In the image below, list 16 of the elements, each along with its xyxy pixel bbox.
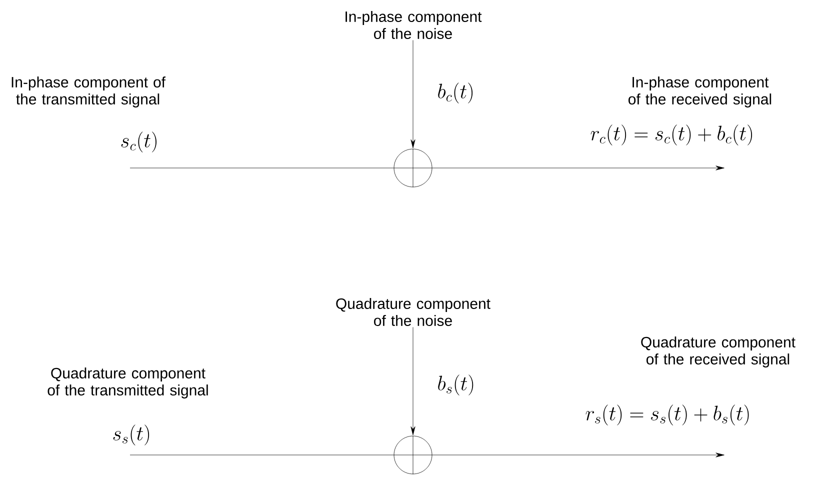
arrow [432,452,724,458]
signal-formula: $r_c(t) = s_c(t) + b_c(t)$ [590,124,752,146]
signal-caption: Quadrature component of the received signal [641,336,796,368]
noise-label: In-phase component of the noise $b_c(t)$ [346,10,482,104]
summing-junction [394,436,432,474]
signal-caption: Quadrature component of the transmitted signal [48,368,208,398]
signal-formula: $r_s(t) = s_s(t) + b_s(t)$ [586,404,749,426]
noise-label: Quadrature component of the noise $b_s(t)$ [336,298,490,396]
signal-caption: In-phase component of the transmitted signal [12,76,166,108]
signal-formula: $s_c(t)$ [121,132,156,152]
signal-caption: In-phase component of the received signal [628,76,772,108]
arrow [410,40,416,148]
summing-junction [394,148,432,188]
arrow [410,327,416,436]
signal-formula: $s_s(t)$ [113,424,150,446]
arrow [432,166,724,170]
